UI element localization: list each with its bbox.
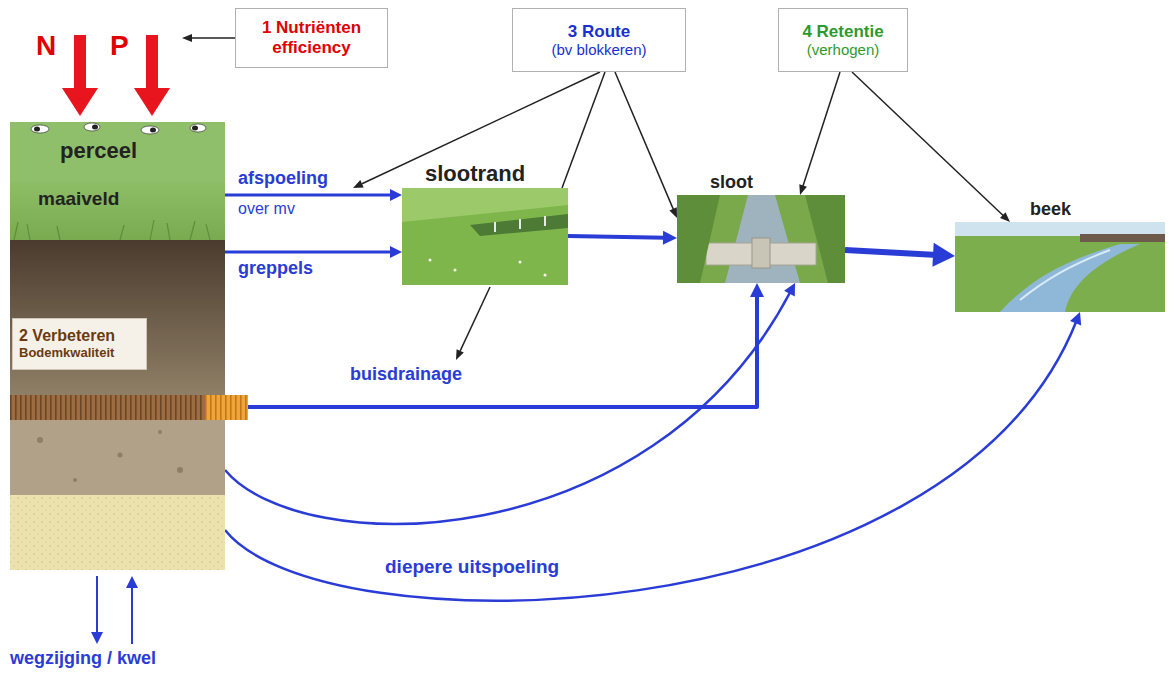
soil-profile: [10, 122, 248, 570]
action-box: 1 Nutriënten efficiency: [235, 8, 388, 68]
node-title: 3 Route: [568, 22, 630, 42]
connector-line: [225, 292, 791, 524]
connector-line: [225, 321, 1076, 601]
pointer-arrow: [562, 72, 605, 188]
photo-node: sloot: [677, 195, 845, 283]
node-subtitle: (bv blokkeren): [551, 41, 646, 58]
node-title: beek: [1030, 199, 1071, 220]
flow-label: buisdrainage: [350, 364, 462, 385]
leader-arrow: [182, 34, 600, 360]
connector-line: [225, 294, 757, 407]
flow-label: greppels: [238, 258, 313, 279]
photo-sloot: [677, 195, 845, 283]
arrow-head: [799, 184, 807, 195]
arrow-head: [390, 246, 402, 258]
connector-line: [803, 72, 841, 187]
node-title: 2 Verbeteren: [19, 327, 115, 345]
nutrient-label: N: [36, 30, 56, 62]
photo-beek: [955, 222, 1165, 312]
photo-slootrand: [402, 188, 568, 285]
connector-line: [845, 250, 937, 255]
node-title: sloot: [710, 172, 753, 193]
arrow-head: [932, 243, 955, 267]
pointer-arrow: [852, 72, 1010, 222]
node-title: 4 Retentie: [802, 22, 883, 42]
pointer-arrow: [615, 72, 677, 218]
action-box: 2 VerbeterenBodemkwaliteit: [12, 318, 147, 370]
flow-arrow: [845, 243, 955, 267]
seepage-arrow: [91, 576, 138, 644]
connector-line: [852, 72, 1004, 217]
flow-arrow: [225, 283, 795, 524]
flow-arrow: [225, 189, 402, 201]
arrow-head: [750, 283, 764, 297]
pointer-arrow: [799, 72, 840, 195]
arrow-head: [784, 283, 795, 296]
connector-line: [225, 251, 392, 254]
photo-node: slootrand: [402, 188, 568, 285]
node-title: 1 Nutriënten efficiency: [244, 18, 379, 57]
connector-line: [568, 236, 666, 238]
flow-arrow: [225, 246, 402, 258]
flow-label: wegzijging / kwel: [10, 648, 156, 669]
photo-node: beek: [955, 222, 1165, 312]
node-subtitle: maaiveld: [38, 188, 119, 210]
flow-arrow: [225, 283, 764, 407]
arrow-head: [1000, 212, 1010, 222]
flow-label: afspoeling: [238, 168, 328, 189]
connector-line: [615, 72, 674, 211]
connector-line: [562, 72, 605, 188]
connector-line: [225, 194, 392, 197]
node-title: slootrand: [425, 161, 525, 186]
flow-arrow: [225, 312, 1081, 601]
action-box: 3 Route(bv blokkeren): [512, 8, 686, 72]
arrow-head: [669, 207, 677, 218]
node-subtitle: Bodemkwaliteit: [19, 346, 114, 361]
arrow-head: [663, 231, 677, 245]
node-title: perceel: [60, 138, 137, 163]
flow-label: diepere uitspoeling: [385, 556, 559, 578]
soil-column: perceel maaiveld 2 VerbeterenBodemkwalitei…: [10, 122, 225, 570]
action-box: 4 Retentie(verhogen): [778, 8, 908, 72]
route-note: over mv: [238, 200, 295, 218]
nutrient-label: P: [110, 30, 129, 62]
arrow-head: [390, 189, 402, 201]
flow-arrow: [568, 231, 677, 245]
arrow-head: [1070, 312, 1081, 325]
node-subtitle: (verhogen): [807, 41, 880, 58]
